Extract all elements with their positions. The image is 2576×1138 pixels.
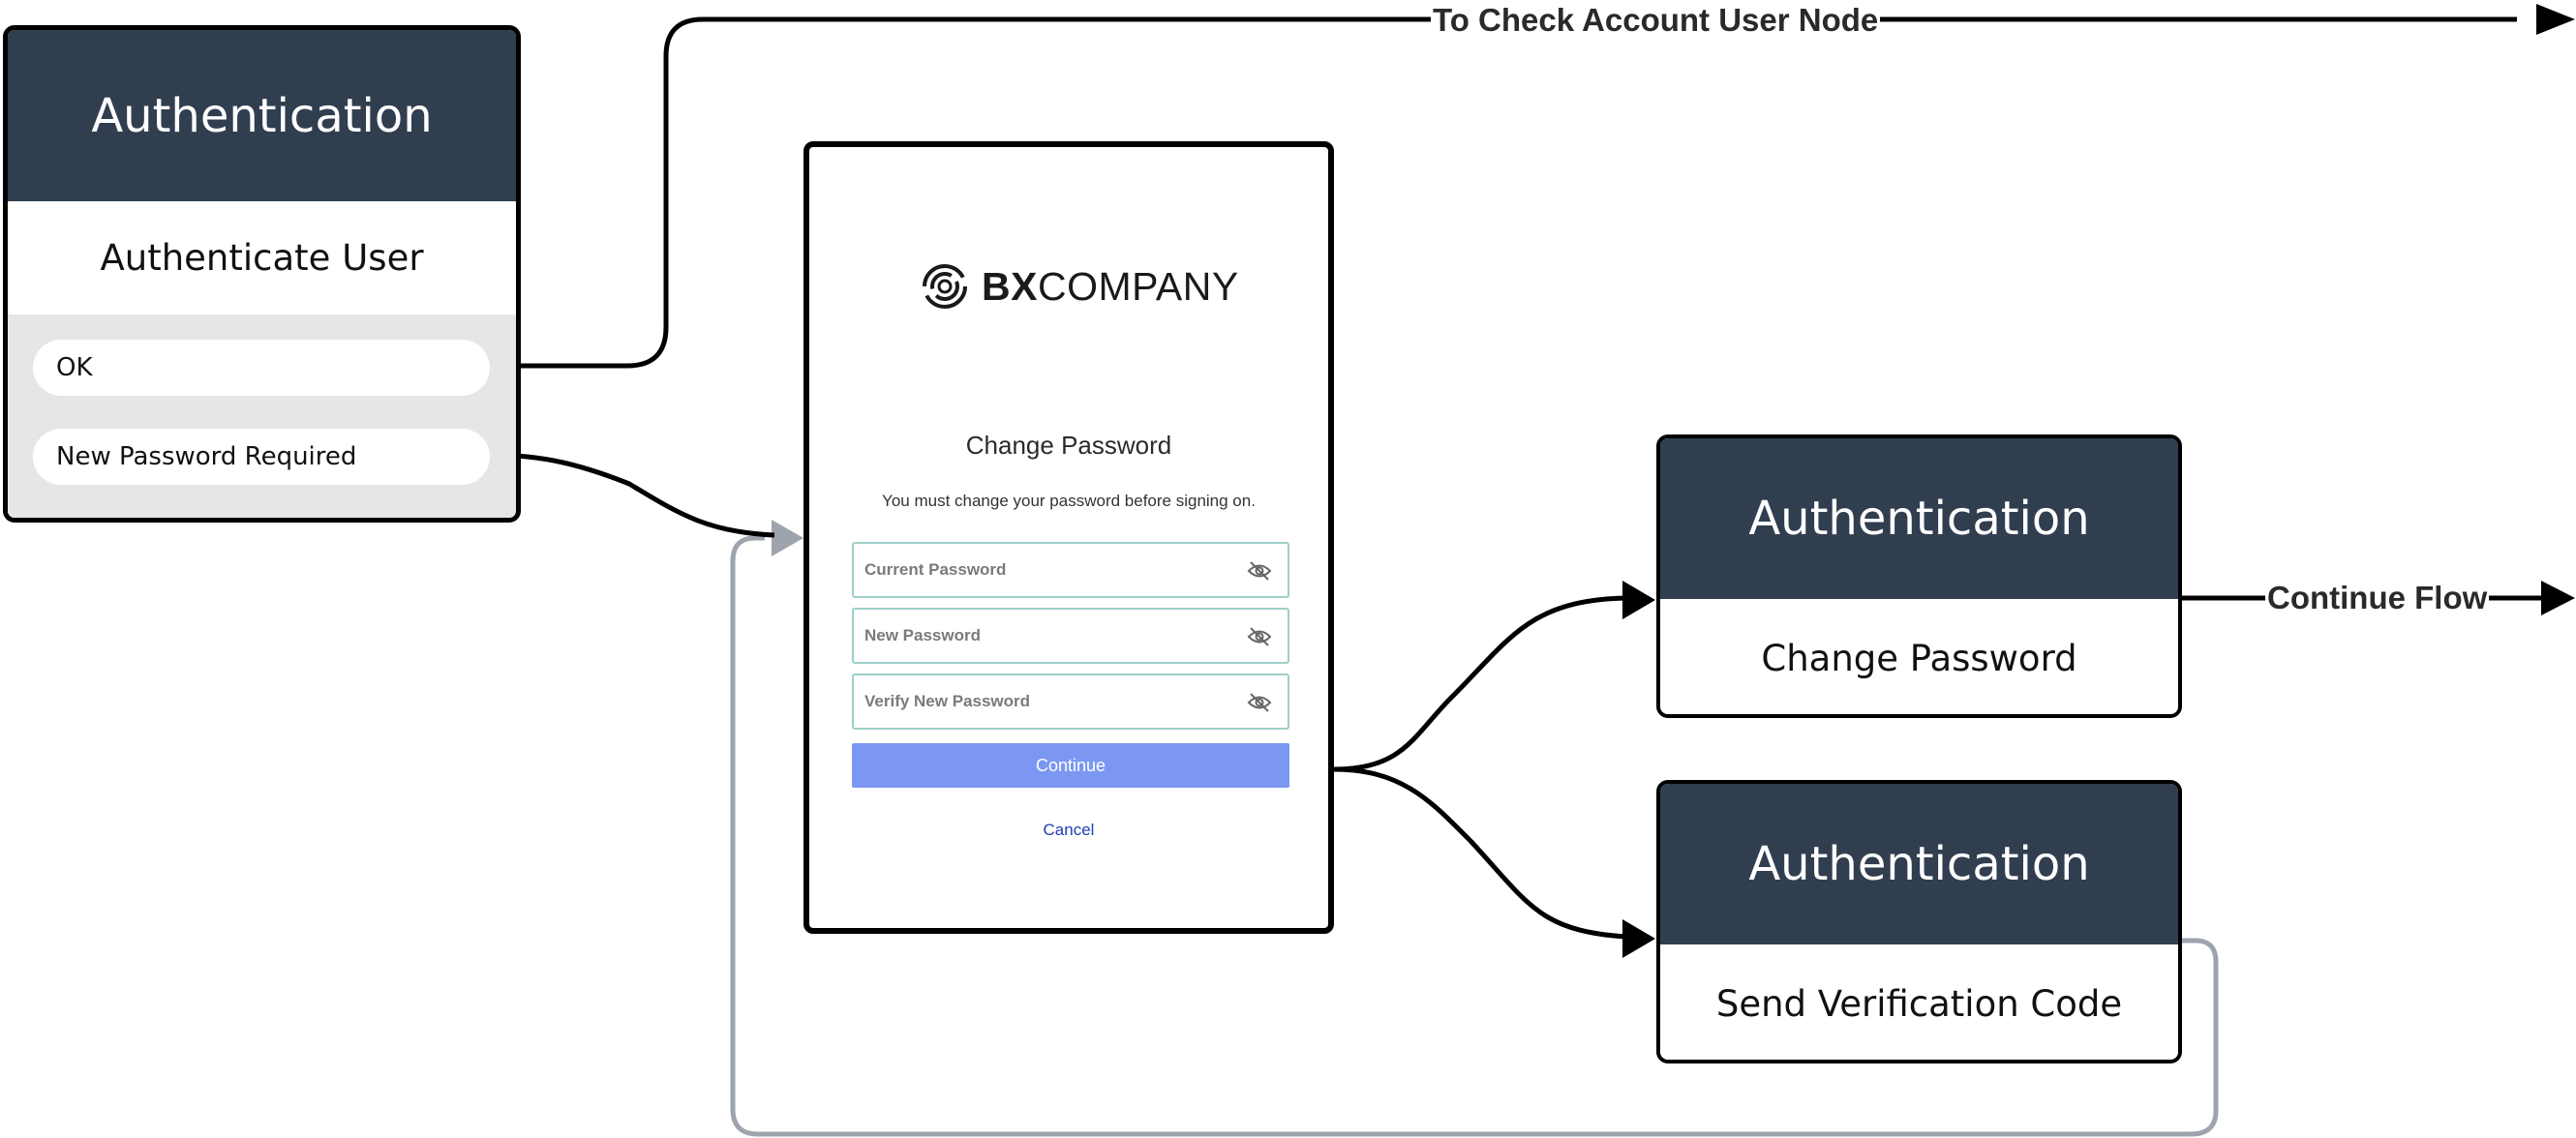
node-title: Authentication xyxy=(1660,784,2178,944)
page-subtitle: You must change your password before sig… xyxy=(882,492,1256,510)
outcome-new-password-required[interactable]: New Password Required xyxy=(33,429,490,485)
continue-button[interactable]: Continue xyxy=(852,743,1289,788)
logo-bold: BX xyxy=(982,263,1038,309)
company-logo-text: BXCOMPANY xyxy=(982,264,1239,310)
change-password-node[interactable]: Authentication Change Password xyxy=(1656,434,2182,718)
node-subtitle: Change Password xyxy=(1660,599,2178,714)
send-code-arrowhead xyxy=(1622,919,1655,958)
ok-arrowhead xyxy=(2536,4,2575,35)
hide-password-icon[interactable] xyxy=(1247,626,1272,647)
cancel-link[interactable]: Cancel xyxy=(1043,821,1095,839)
ok-connector xyxy=(489,16,2517,369)
continue-flow-label: Continue Flow xyxy=(2265,579,2490,617)
current-password-field[interactable] xyxy=(852,542,1289,598)
verify-password-field[interactable] xyxy=(852,674,1289,730)
change-password-page: BXCOMPANY Change Password You must chang… xyxy=(803,141,1334,934)
node-subtitle: Send Verification Code xyxy=(1660,944,2178,1060)
node-subtitle: Authenticate User xyxy=(8,201,516,314)
authenticate-user-node[interactable]: Authentication Authenticate User OK New … xyxy=(3,25,521,523)
page-to-send-code xyxy=(1333,766,1627,940)
current-password-input[interactable] xyxy=(864,560,1232,580)
new-password-connector xyxy=(488,452,775,538)
send-verification-code-node[interactable]: Authentication Send Verification Code xyxy=(1656,780,2182,1063)
page-title: Change Password xyxy=(965,431,1172,460)
loop-connector xyxy=(730,535,2219,1137)
verify-password-input[interactable] xyxy=(864,692,1232,711)
node-title: Authentication xyxy=(1660,438,2178,599)
hide-password-icon[interactable] xyxy=(1247,692,1272,713)
new-password-input[interactable] xyxy=(864,626,1232,645)
change-password-arrowhead xyxy=(1622,581,1655,619)
page-to-change-password xyxy=(1333,595,1627,772)
new-password-field[interactable] xyxy=(852,608,1289,664)
outcome-list: OK New Password Required xyxy=(8,314,516,518)
loop-arrowhead xyxy=(772,520,803,556)
outcome-ok[interactable]: OK xyxy=(33,340,490,396)
company-logo: BXCOMPANY xyxy=(922,263,1239,310)
ok-edge-label: To Check Account User Node xyxy=(1431,1,1881,40)
hide-password-icon[interactable] xyxy=(1247,560,1272,582)
node-title: Authentication xyxy=(8,30,516,201)
logo-rest: COMPANY xyxy=(1037,263,1239,309)
continue-flow-arrowhead xyxy=(2541,581,2575,615)
company-logo-icon xyxy=(923,264,967,309)
